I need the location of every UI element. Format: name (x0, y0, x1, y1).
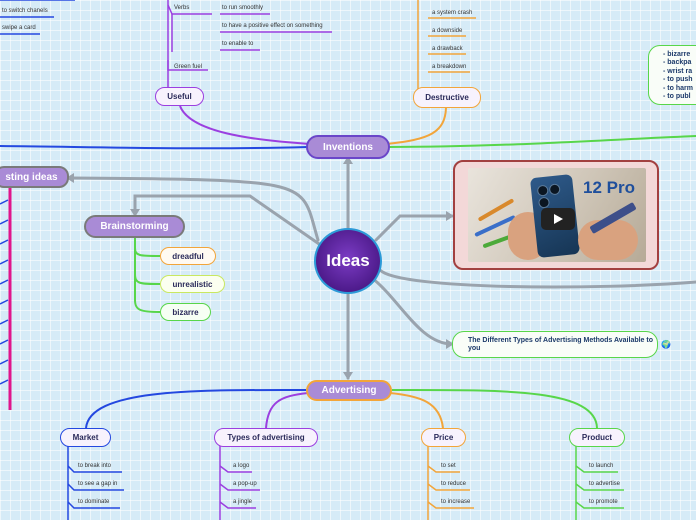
brainstorm-unrealistic[interactable]: unrealistic (160, 275, 225, 293)
leaf-green-fuel[interactable]: Green fuel (174, 64, 203, 70)
video-title-text: 12 Pro (583, 178, 635, 197)
leaf-logo[interactable]: a logo (233, 463, 250, 469)
leaf-pop-up[interactable]: a pop-up (233, 481, 257, 487)
notes-line: - to harm (663, 84, 693, 92)
advertising-methods-link[interactable]: The Different Types of Advertising Metho… (452, 331, 658, 358)
leaf-positive-effect[interactable]: to have a positive effect on something (222, 23, 323, 29)
leaf-break-into[interactable]: to break into (78, 463, 112, 469)
link-title: The Different Types of Advertising Metho… (468, 337, 654, 352)
brainstorm-bizarre[interactable]: bizarre (160, 303, 211, 321)
leaf-promote[interactable]: to promote (589, 499, 618, 505)
notes-line: - backpa (663, 59, 692, 67)
leaf-swipe-card[interactable]: swipe a card (2, 25, 36, 31)
leaf-switch-chanels[interactable]: to switch chanels (2, 8, 48, 14)
leaf-downside[interactable]: a downside (432, 28, 463, 34)
leaf-reduce[interactable]: to reduce (441, 481, 467, 487)
existing-ideas-node[interactable]: sting ideas (0, 166, 69, 188)
leaf-advertise[interactable]: to advertise (589, 481, 621, 487)
brainstorm-dreadful[interactable]: dreadful (160, 247, 216, 265)
camera-lens (548, 183, 561, 196)
product-label: Product (581, 433, 613, 442)
notes-line: - wrist ra (663, 67, 693, 75)
types-label: Types of advertising (227, 433, 305, 442)
leaf-enable-to[interactable]: to enable to (222, 41, 254, 47)
existing-ideas-label: sting ideas (5, 171, 58, 183)
play-button[interactable] (541, 208, 575, 230)
notes-line: - to push (663, 76, 693, 84)
leaf-launch[interactable]: to launch (589, 463, 614, 469)
leaf-jingle[interactable]: a jingle (233, 499, 253, 505)
dreadful-label: dreadful (172, 251, 204, 261)
market-node[interactable]: Market (60, 428, 111, 447)
price-label: Price (433, 433, 454, 442)
price-node[interactable]: Price (421, 428, 466, 447)
globe-icon[interactable]: 🌍 (661, 340, 671, 349)
brainstorming-label: Brainstorming (100, 221, 169, 232)
notes-list-box[interactable]: - bizarre - backpa - wrist ra - to push … (648, 45, 696, 105)
camera-lens (536, 184, 549, 197)
leaf-drawback[interactable]: a drawback (432, 46, 463, 52)
leaf-verbs[interactable]: Verbs (174, 5, 190, 11)
destructive-label: Destructive (425, 93, 469, 102)
leaf-set[interactable]: to set (441, 463, 456, 469)
destructive-node[interactable]: Destructive (413, 87, 481, 108)
advertising-node[interactable]: Advertising (306, 380, 392, 401)
leaf-see-gap[interactable]: to see a gap in (78, 481, 118, 487)
leaf-system-crash[interactable]: a system crash (432, 10, 473, 16)
inventions-node[interactable]: Inventions (306, 135, 390, 159)
market-label: Market (72, 433, 99, 442)
leaf-dominate[interactable]: to dominate (78, 499, 110, 505)
leaf-increase[interactable]: to increase (441, 499, 471, 505)
video-embed[interactable]: 12 Pro (453, 160, 659, 270)
types-of-advertising-node[interactable]: Types of advertising (214, 428, 318, 447)
bizarre-label: bizarre (172, 307, 199, 317)
leaf-run-smoothly[interactable]: to run smoothly (222, 5, 264, 11)
leaf-breakdown[interactable]: a breakdown (432, 64, 467, 70)
root-node-ideas[interactable]: Ideas (314, 228, 382, 294)
camera-lens (537, 196, 551, 209)
product-node[interactable]: Product (569, 428, 625, 447)
inventions-label: Inventions (322, 141, 373, 153)
unrealistic-label: unrealistic (172, 279, 213, 289)
advertising-label: Advertising (321, 385, 377, 396)
root-label: Ideas (326, 251, 370, 270)
hand-image (578, 220, 638, 260)
video-thumbnail[interactable]: 12 Pro (468, 168, 646, 262)
useful-node[interactable]: Useful (155, 87, 204, 106)
notes-line: - to publ (663, 93, 691, 101)
notes-line: - bizarre (663, 51, 691, 58)
brainstorming-node[interactable]: Brainstorming (84, 215, 185, 238)
useful-label: Useful (167, 92, 192, 101)
